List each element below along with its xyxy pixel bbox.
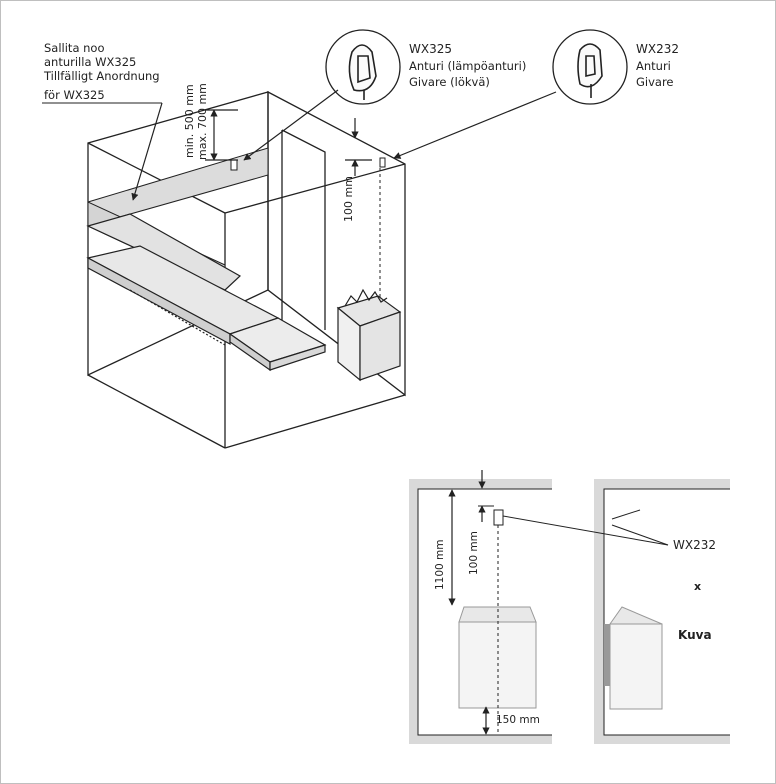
mark-2: Kuva xyxy=(678,628,712,642)
dimension-min-max xyxy=(205,109,238,161)
range-note-line2: anturilla WX325 xyxy=(44,55,136,69)
wx325-sensor-small xyxy=(230,159,238,171)
range-note-line3: Tillfälligt Anordnung xyxy=(43,69,160,83)
wx325-line2: Givare (lökvä) xyxy=(409,75,490,89)
dim-100-bottom: 100 mm xyxy=(468,531,480,575)
sauna-heater-3d xyxy=(336,288,402,382)
wx232-sensor-front xyxy=(493,509,504,526)
range-note-leader xyxy=(131,102,163,201)
wx325-leader xyxy=(243,89,339,161)
wx325-title: WX325 xyxy=(409,42,452,56)
dim-max-700: max. 700 mm xyxy=(196,83,209,160)
range-note-line1: Sallita noo xyxy=(44,41,105,55)
sauna-benches xyxy=(86,213,327,372)
dim-min-500: min. 500 mm xyxy=(183,84,196,158)
heater-stones xyxy=(344,288,388,307)
door xyxy=(281,129,326,330)
heater-side xyxy=(609,623,663,710)
section-front-view xyxy=(409,479,552,744)
dim-1100: 1100 mm xyxy=(434,539,446,590)
wx232-bottom-label: WX232 xyxy=(673,538,716,552)
wx232-line1: Anturi xyxy=(636,59,671,73)
wx232-sensor-icon xyxy=(577,43,603,98)
dim-150: 150 mm xyxy=(496,714,540,726)
wx232-sensor-small xyxy=(379,157,386,168)
range-note-line4: för WX325 xyxy=(44,88,105,102)
sauna-room-3d xyxy=(87,90,406,449)
section-side-view xyxy=(594,479,730,744)
wx325-sensor-icon xyxy=(348,44,377,100)
wx232-line2: Givare xyxy=(636,75,674,89)
wx232-leader xyxy=(393,91,557,159)
dim-100-top: 100 mm xyxy=(342,176,355,222)
wx232-title: WX232 xyxy=(636,42,679,56)
wx325-line1: Anturi (lämpöanturi) xyxy=(409,59,526,73)
mark-1: x xyxy=(694,580,701,593)
dimension-100-top xyxy=(345,118,372,176)
